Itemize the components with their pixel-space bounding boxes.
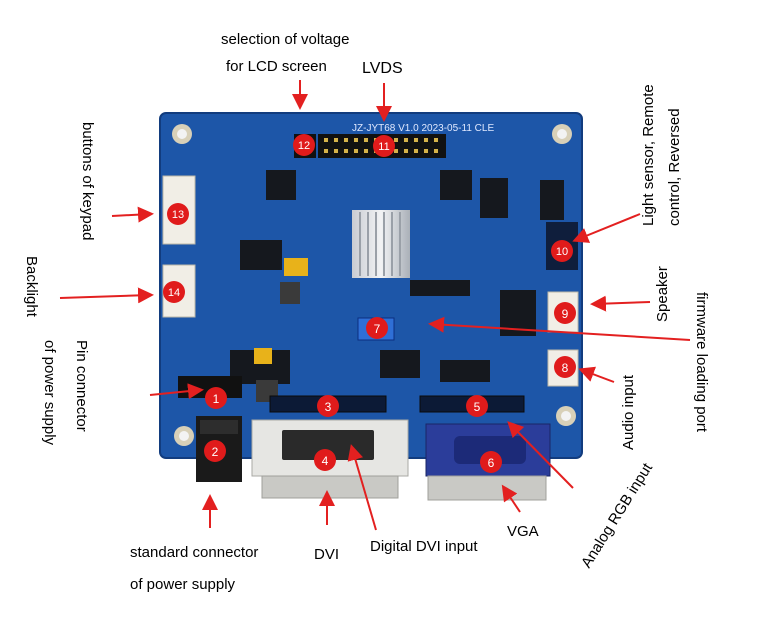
label-backlight: Backlight: [23, 256, 40, 317]
svg-text:11: 11: [378, 141, 389, 153]
svg-text:4: 4: [322, 454, 329, 468]
svg-text:3: 3: [325, 400, 332, 414]
svg-text:9: 9: [562, 307, 569, 321]
label-dvi: DVI: [314, 546, 340, 563]
svg-text:8: 8: [562, 361, 569, 375]
label-light-sensor-line2: control, Reversed: [666, 108, 683, 226]
label-standard-line1: standard connector: [130, 544, 259, 561]
marker-4: 4: [314, 449, 336, 471]
label-vga: VGA: [507, 523, 539, 540]
svg-text:13: 13: [172, 209, 184, 221]
marker-14: 14: [163, 281, 185, 303]
label-light-sensor-line1: Light sensor, Remote: [640, 84, 657, 226]
label-lvds: LVDS: [362, 60, 403, 77]
marker-3: 3: [317, 395, 339, 417]
label-firmware: firmware loading port: [693, 292, 710, 433]
svg-text:2: 2: [212, 445, 219, 459]
marker-2: 2: [204, 440, 226, 462]
marker-13: 13: [167, 203, 189, 225]
marker-1: 1: [205, 387, 227, 409]
svg-text:10: 10: [556, 246, 568, 258]
label-pin-connector-line2: of power supply: [41, 340, 58, 446]
svg-text:6: 6: [488, 456, 495, 470]
marker-8: 8: [554, 356, 576, 378]
marker-9: 9: [554, 302, 576, 324]
svg-text:5: 5: [474, 400, 481, 414]
marker-5: 5: [466, 395, 488, 417]
label-voltage-line1: selection of voltage: [221, 31, 350, 48]
label-standard-line2: of power supply: [130, 576, 236, 593]
svg-text:1: 1: [213, 392, 220, 406]
label-voltage-line2: for LCD screen: [226, 58, 327, 75]
svg-text:14: 14: [168, 287, 180, 299]
label-buttons-keypad: buttons of keypad: [79, 122, 96, 241]
label-speaker: Speaker: [654, 266, 671, 322]
marker-7: 7: [366, 317, 388, 339]
marker-11: 11: [373, 135, 395, 157]
marker-10: 10: [551, 240, 573, 262]
mounting-holes: [172, 124, 576, 446]
svg-text:12: 12: [298, 140, 310, 152]
label-digital-dvi: Digital DVI input: [370, 538, 478, 555]
svg-text:7: 7: [374, 322, 381, 336]
board-silkscreen: JZ-JYT68 V1.0 2023-05-11 CLE: [352, 123, 494, 134]
label-pin-connector-line1: Pin connector: [73, 340, 90, 432]
marker-12: 12: [293, 134, 315, 156]
marker-6: 6: [480, 451, 502, 473]
label-audio-input: Audio input: [620, 374, 637, 450]
